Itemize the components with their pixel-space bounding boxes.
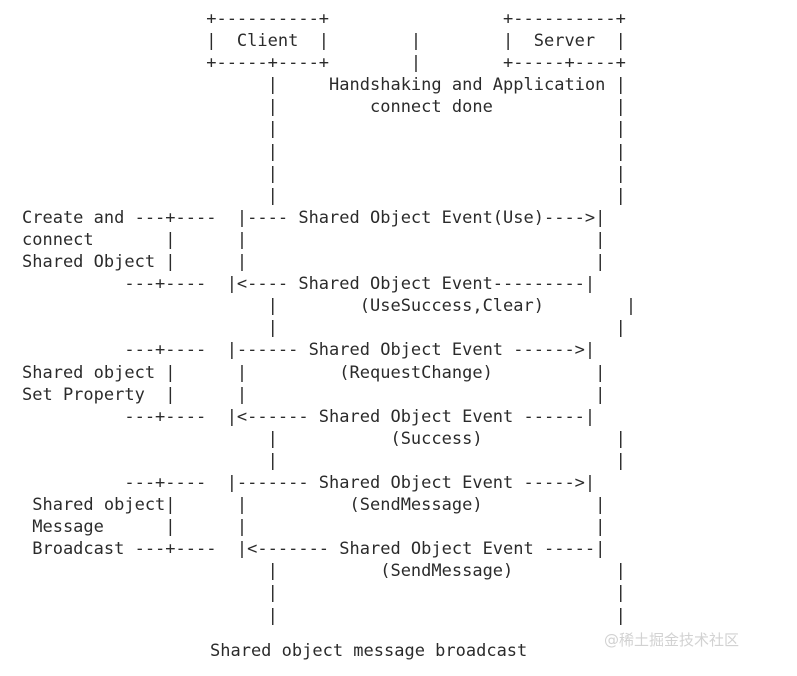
watermark-label: @稀土掘金技术社区: [604, 631, 740, 649]
diagram-caption: Shared object message broadcast: [210, 641, 528, 661]
ascii-sequence-diagram-art: +----------+ +----------+ | Client | | |…: [22, 9, 637, 626]
